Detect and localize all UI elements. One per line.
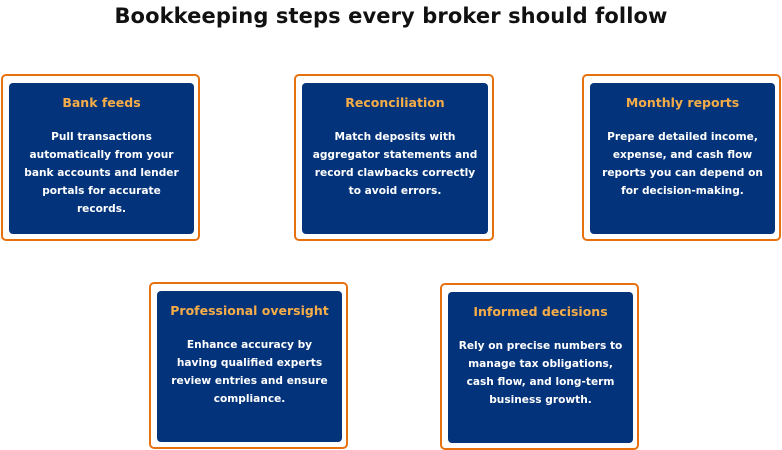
step-card-informed-decisions: Informed decisions Rely on precise numbe…: [440, 283, 639, 450]
step-description: Enhance accuracy by having qualified exp…: [171, 339, 328, 405]
step-title: Informed decisions: [473, 304, 608, 319]
step-card-professional-oversight: Professional oversight Enhance accuracy …: [149, 282, 348, 449]
page-title: Bookkeeping steps every broker should fo…: [114, 4, 668, 28]
step-description: Rely on precise numbers to manage tax ob…: [458, 340, 623, 406]
step-title: Reconciliation: [345, 95, 445, 110]
step-card-reconciliation: Reconciliation Match deposits with aggre…: [294, 74, 494, 241]
step-title: Bank feeds: [62, 95, 141, 110]
step-description: Match deposits with aggregator statement…: [312, 131, 478, 197]
step-title: Monthly reports: [625, 95, 740, 110]
step-title: Professional oversight: [170, 303, 329, 318]
step-card-bank-feeds: Bank feeds Pull transactions automatical…: [1, 74, 200, 241]
step-description: Prepare detailed income, expense, and ca…: [602, 131, 763, 197]
step-description: Pull transactions automatically from you…: [24, 131, 179, 215]
step-card-monthly-reports: Monthly reports Prepare detailed income,…: [582, 74, 781, 241]
